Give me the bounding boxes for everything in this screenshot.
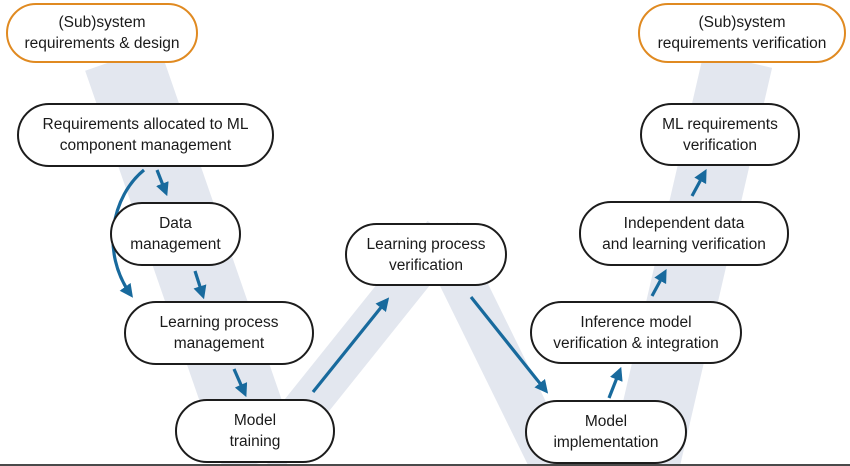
node-label: Model training — [229, 412, 281, 450]
arrow-model-implementation-to-inference-model-verification — [607, 366, 623, 399]
node-label: (Sub)system requirements & design — [24, 14, 180, 52]
node-subsystem-requirements-design: (Sub)system requirements & design — [6, 3, 198, 63]
node-label: ML requirements verification — [662, 115, 778, 154]
node-inference-model-verification: Inference model verification & integrati… — [530, 301, 742, 364]
figure-bottom-rule — [0, 464, 850, 466]
arrow-data-management-to-learning-process-management — [193, 270, 207, 300]
node-subsystem-requirements-verification: (Sub)system requirements verification — [638, 3, 846, 63]
node-label: Learning process management — [159, 314, 279, 352]
node-data-management: Data management — [110, 202, 241, 266]
arrow-learning-process-management-to-model-training — [232, 368, 248, 398]
node-ml-requirements-verification: ML requirements verification — [640, 103, 800, 166]
arrow-model-training-to-learning-process-verification — [311, 297, 390, 394]
node-label: Learning process verification — [366, 235, 486, 274]
node-label: Requirements allocated to ML component m… — [42, 116, 249, 154]
node-learning-process-verification: Learning process verification — [345, 223, 507, 286]
node-label: Inference model verification & integrati… — [553, 313, 719, 352]
node-learning-process-management: Learning process management — [124, 301, 314, 365]
arrow-requirements-to-data-management — [155, 169, 169, 197]
node-label: Model implementation — [553, 413, 659, 451]
node-model-training: Model training — [175, 399, 335, 463]
arrow-learning-process-verification-to-model-implementation — [469, 296, 549, 394]
node-independent-data-learning-verification: Independent data and learning verificati… — [579, 201, 789, 266]
node-label: (Sub)system requirements verification — [657, 14, 827, 52]
arrow-independent-data-to-ml-requirements-verification — [690, 169, 707, 197]
node-requirements-allocated-ml: Requirements allocated to ML component m… — [17, 103, 274, 167]
node-label: Data management — [130, 215, 221, 253]
arrow-inference-model-verification-to-independent-data — [650, 269, 667, 297]
node-model-implementation: Model implementation — [525, 400, 687, 464]
node-label: Independent data and learning verificati… — [602, 214, 766, 253]
